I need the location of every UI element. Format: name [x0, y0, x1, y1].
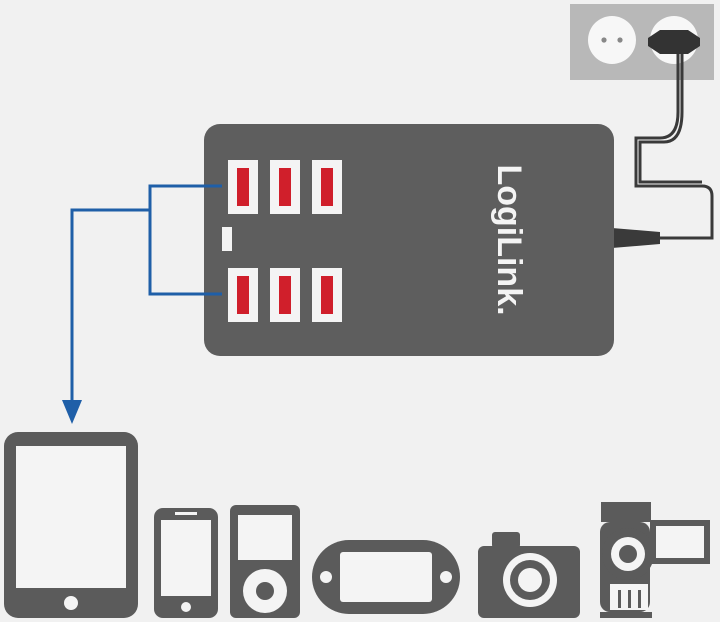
usb-port-3 [312, 160, 342, 214]
brand-logo: LogiLink. [490, 164, 528, 315]
usb-port-4 [228, 268, 258, 322]
usb-port-2 [270, 160, 300, 214]
smartphone-icon [154, 508, 218, 618]
usb-hub: LogiLink. [204, 124, 614, 356]
handheld-console-icon [312, 540, 460, 614]
cable-strain-relief [612, 228, 660, 248]
usb-port-1 [228, 160, 258, 214]
usb-port-5 [270, 268, 300, 322]
usb-port-6 [312, 268, 342, 322]
mp3-player-icon [230, 505, 300, 618]
arrow-head [62, 400, 82, 424]
power-led [222, 227, 232, 251]
connection-lines [70, 184, 222, 404]
camcorder-icon [600, 502, 710, 618]
wall-socket [570, 4, 714, 80]
camera-icon [478, 532, 580, 618]
power-cable [634, 54, 714, 240]
plug [648, 30, 700, 54]
usb-ports [228, 160, 342, 322]
tablet-icon [4, 432, 138, 618]
socket-outlet-left [588, 16, 636, 64]
